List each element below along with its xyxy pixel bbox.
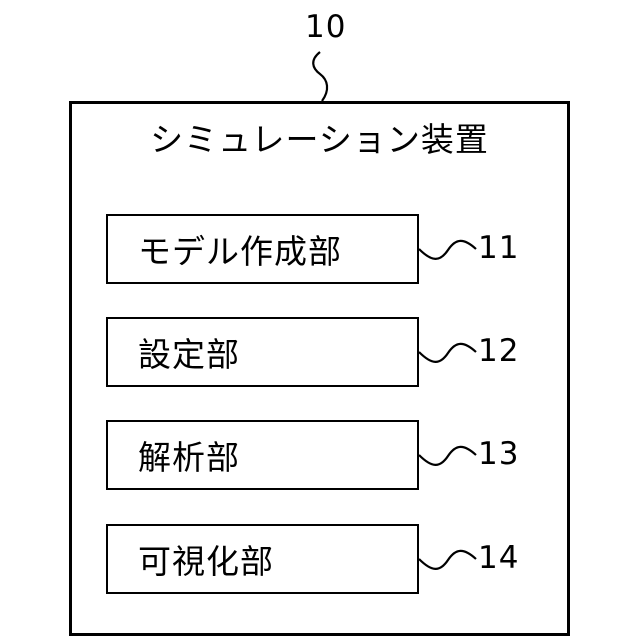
unit-label: 設定部 xyxy=(138,328,240,376)
unit-box-model-creation: モデル作成部 xyxy=(106,214,419,284)
unit-box-setting: 設定部 xyxy=(106,317,419,387)
unit-box-visualization: 可視化部 xyxy=(106,524,419,594)
unit-label: 解析部 xyxy=(138,431,240,479)
device-title: シミュレーション装置 xyxy=(69,120,570,160)
unit-ref-numeral-13: 13 xyxy=(478,439,519,470)
unit-box-analysis: 解析部 xyxy=(106,420,419,490)
unit-ref-numeral-12: 12 xyxy=(478,336,519,367)
unit-label: 可視化部 xyxy=(138,535,274,583)
device-leader-line xyxy=(313,52,327,101)
device-ref-numeral: 10 xyxy=(305,12,346,43)
unit-label: モデル作成部 xyxy=(138,225,342,273)
unit-ref-numeral-14: 14 xyxy=(478,543,519,574)
unit-ref-numeral-11: 11 xyxy=(478,233,519,264)
